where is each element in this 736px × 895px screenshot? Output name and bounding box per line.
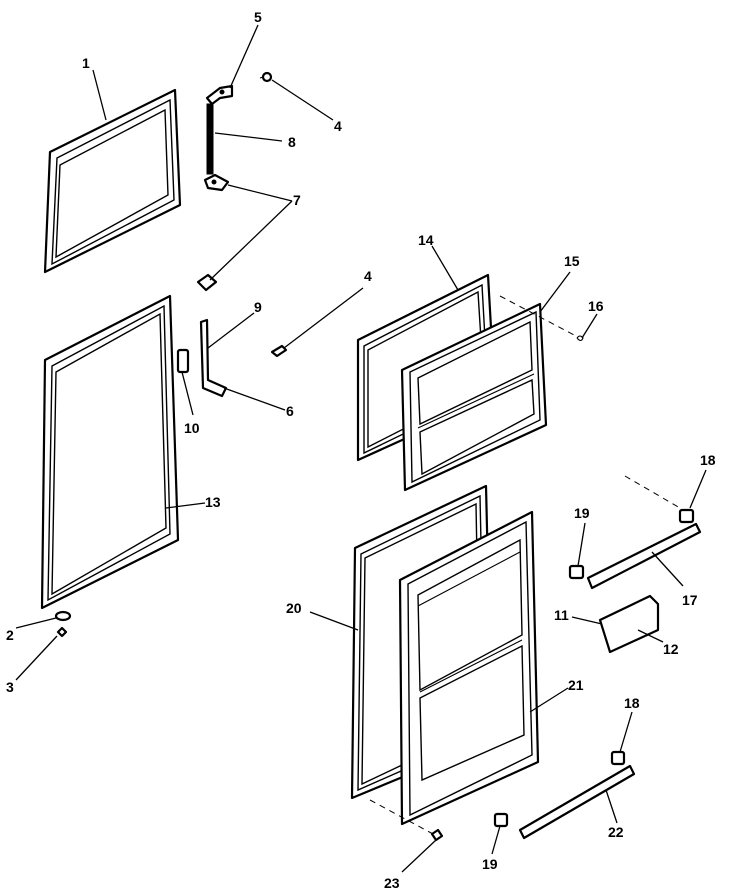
part-17-upper-trim: [586, 522, 702, 590]
part-13-fresh-food-gasket: [40, 294, 180, 610]
part-18-end-cap-lower: [610, 750, 626, 766]
part-15-freezer-door-liner: [400, 302, 548, 492]
part-9-center-hinge: [199, 318, 228, 398]
callout-1: 1: [82, 55, 90, 71]
callout-15: 15: [564, 253, 580, 269]
callout-4: 4: [334, 118, 342, 134]
callout-14: 14: [418, 232, 434, 248]
part-5-top-hinge: [205, 84, 234, 106]
callout-21: 21: [568, 677, 584, 693]
part-4-screw-lower: [270, 344, 288, 358]
callout-9: 9: [254, 299, 262, 315]
alignment-line-16: [499, 295, 577, 337]
callout-12: 12: [663, 641, 679, 657]
callout-18: 18: [700, 452, 716, 468]
alignment-line-18a: [624, 475, 681, 509]
part-1-freezer-gasket: [43, 88, 182, 274]
part-18-end-cap-upper: [678, 508, 695, 524]
callout-labels: 1 5 4 8 7 14 15 4 9 16 6 10 13 18 19 17 …: [6, 9, 716, 891]
callout-19: 19: [482, 856, 498, 872]
callout-7: 7: [293, 192, 301, 208]
leader-lines: [15, 24, 707, 873]
part-23-screw: [430, 828, 444, 842]
callout-3: 3: [6, 679, 14, 695]
callout-5: 5: [254, 9, 262, 25]
callout-18: 18: [624, 695, 640, 711]
part-10-hinge-cover: [176, 348, 190, 374]
part-2-bottom-hinge: [54, 610, 72, 622]
callout-19: 19: [574, 505, 590, 521]
callout-11: 11: [554, 607, 569, 623]
callout-20: 20: [286, 600, 302, 616]
callout-2: 2: [6, 627, 14, 643]
callout-4: 4: [364, 268, 372, 284]
callout-22: 22: [608, 824, 624, 840]
part-8-hinge-pin: [206, 103, 214, 175]
part-7-hinge-bracket-upper: [203, 173, 230, 192]
part-3-screw: [56, 626, 68, 638]
callout-8: 8: [288, 134, 296, 150]
callout-6: 6: [286, 403, 294, 419]
callout-23: 23: [384, 875, 400, 891]
part-21-fresh-food-door-liner: [398, 510, 540, 826]
part-4-screw-upper: [259, 71, 273, 83]
part-22-lower-trim: [518, 764, 636, 840]
callout-17: 17: [682, 592, 698, 608]
callout-16: 16: [588, 298, 604, 314]
alignment-line-23: [369, 799, 434, 835]
part-19-end-cap-upper: [568, 564, 585, 580]
callout-10: 10: [184, 420, 200, 436]
part-12-handle: [598, 594, 660, 654]
part-19-end-cap-lower: [493, 812, 509, 828]
part-16-clip: [576, 335, 584, 342]
callout-13: 13: [205, 494, 221, 510]
